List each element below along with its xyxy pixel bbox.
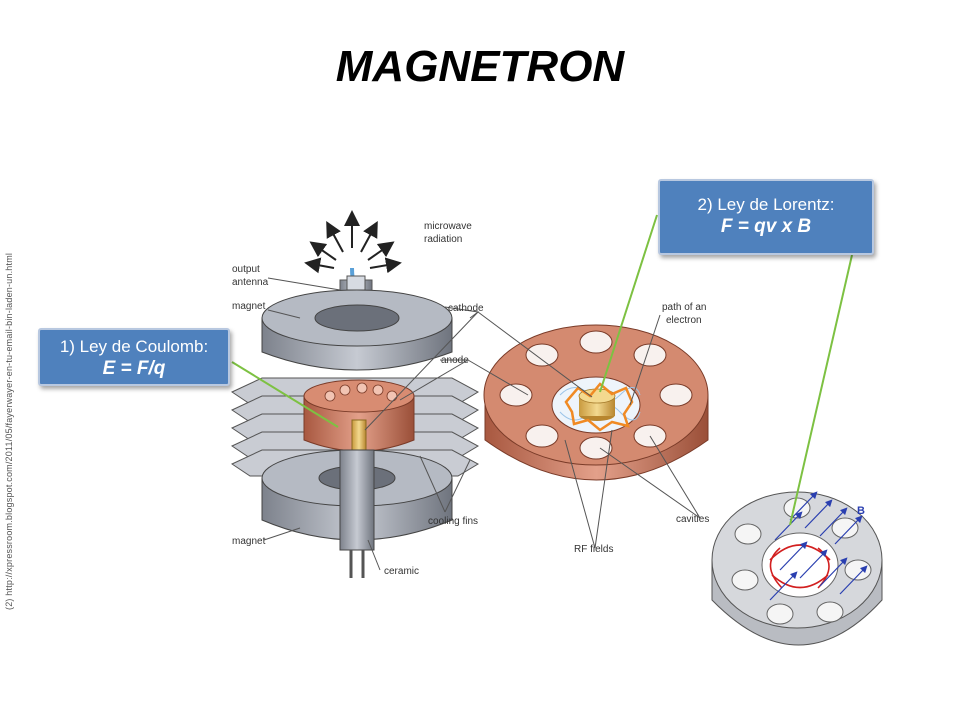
label-antenna: antenna xyxy=(232,277,269,288)
label-path-of-an: path of an xyxy=(662,302,706,313)
electron-path xyxy=(564,382,634,432)
anode-cavities xyxy=(499,330,693,460)
cathode xyxy=(351,419,367,451)
label-cathode: cathode xyxy=(448,303,484,314)
ceramic-stem xyxy=(339,449,375,551)
callout-connectors xyxy=(231,214,853,526)
label-cooling-fins: cooling fins xyxy=(428,516,478,527)
radiation-arrows xyxy=(304,210,402,274)
lorentz-callout: 2) Ley de Lorentz: F = qv x B xyxy=(658,179,874,255)
coulomb-formula: E = F/q xyxy=(102,358,166,379)
label-microwave: microwave xyxy=(424,221,472,232)
anode-ring xyxy=(483,324,709,481)
coulomb-callout: 1) Ley de Coulomb: E = F/q xyxy=(38,328,230,386)
label-ceramic: ceramic xyxy=(384,566,419,577)
label-electron: electron xyxy=(666,315,702,326)
magnetic-field-illustration: B xyxy=(711,491,883,646)
label-radiation: radiation xyxy=(424,234,462,245)
label-output: output xyxy=(232,264,260,275)
label-magnet-top: magnet xyxy=(232,301,266,312)
label-magnet-bottom: magnet xyxy=(232,536,266,547)
leader-lines xyxy=(263,277,701,571)
lorentz-formula: F = qv x B xyxy=(720,216,812,237)
magnetron-cutaway xyxy=(230,210,480,578)
label-cavities: cavities xyxy=(676,514,709,525)
b-field-arrows xyxy=(769,491,868,601)
coulomb-law-title: 1) Ley de Coulomb: xyxy=(59,337,209,356)
label-rf-fields: RF fields xyxy=(574,544,613,555)
page-title: MAGNETRON xyxy=(335,42,625,91)
b-field-label: B xyxy=(857,505,865,517)
label-anode: anode xyxy=(441,355,469,366)
lorentz-law-title: 2) Ley de Lorentz: xyxy=(697,195,835,214)
